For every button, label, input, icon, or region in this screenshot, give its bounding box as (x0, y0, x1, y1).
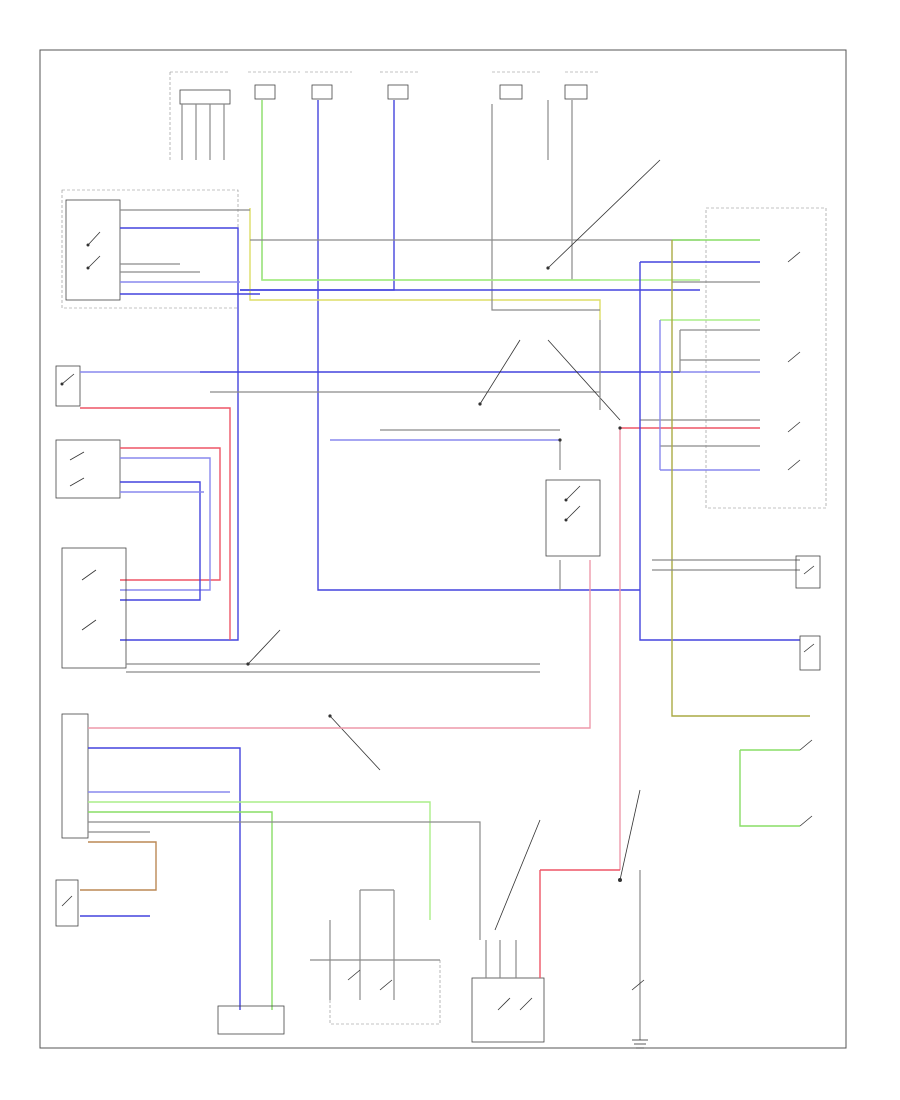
top-connector-group (169, 71, 600, 160)
top-vertical-wires (181, 100, 640, 591)
bottom-right-ground (618, 870, 648, 1049)
left-relay-2 (55, 439, 221, 601)
center-relay-block (545, 479, 601, 590)
bottom-left-switch (55, 879, 79, 927)
right-vertical-wires (599, 240, 810, 870)
right-mid-relay (795, 555, 821, 671)
junction-nodes (246, 266, 622, 718)
left-relay-1 (55, 365, 200, 407)
left-relay-3 (61, 547, 540, 673)
leader-lines (329, 159, 661, 931)
bottom-relay-box (471, 869, 620, 1043)
bottom-left-connector (61, 560, 591, 1010)
left-top-module (61, 189, 260, 641)
right-top-module (620, 207, 827, 509)
bottom-center-components (217, 889, 441, 1035)
right-bottom-switch (739, 739, 813, 827)
diagram-border (39, 49, 847, 1049)
